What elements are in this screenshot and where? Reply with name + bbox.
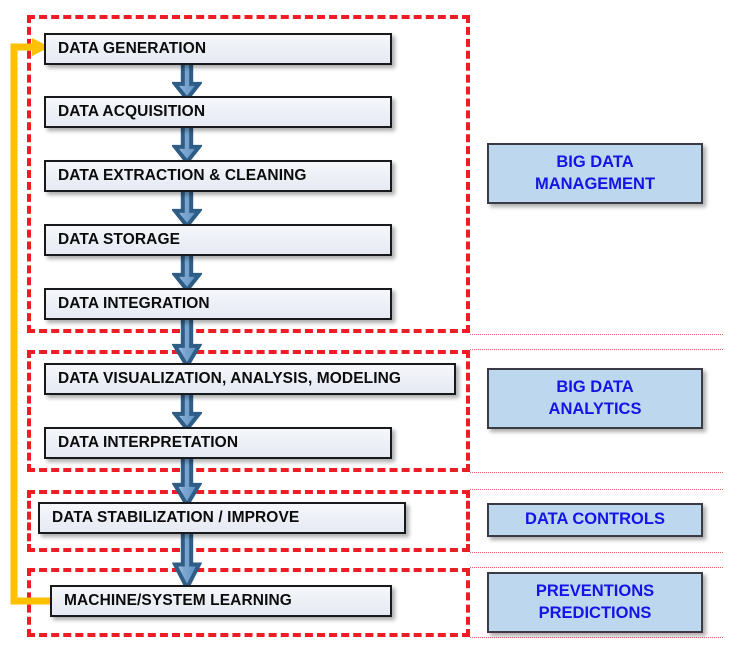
thin-rule-7 bbox=[470, 637, 723, 638]
step-data-visualization[interactable]: DATA VISUALIZATION, ANALYSIS, MODELING bbox=[44, 363, 456, 395]
category-big-data-analytics[interactable]: BIG DATA ANALYTICS bbox=[487, 368, 703, 429]
step-data-stabilization[interactable]: DATA STABILIZATION / IMPROVE bbox=[38, 502, 406, 534]
category-data-controls-line-1: DATA CONTROLS bbox=[525, 510, 665, 529]
category-big-data-analytics-line-2: ANALYTICS bbox=[548, 399, 642, 418]
step-label-data-generation: DATA GENERATION bbox=[58, 40, 207, 57]
category-data-controls[interactable]: DATA CONTROLS bbox=[487, 503, 703, 537]
category-big-data-management[interactable]: BIG DATA MANAGEMENT bbox=[487, 143, 703, 204]
category-preventions-line-1: PREVENTIONS bbox=[535, 581, 655, 600]
thin-rule-1 bbox=[470, 334, 723, 335]
step-label-data-stabilization: DATA STABILIZATION / IMPROVE bbox=[52, 509, 300, 526]
step-label-data-integration: DATA INTEGRATION bbox=[58, 295, 210, 312]
category-preventions-line-2: PREDICTIONS bbox=[538, 603, 652, 622]
step-data-generation[interactable]: DATA GENERATION bbox=[44, 33, 392, 65]
thin-rule-4 bbox=[470, 489, 723, 490]
step-data-acquisition[interactable]: DATA ACQUISITION bbox=[44, 96, 392, 128]
thin-rule-6 bbox=[470, 567, 723, 568]
category-big-data-analytics-line-1: BIG DATA bbox=[556, 377, 634, 396]
step-label-data-extraction: DATA EXTRACTION & CLEANING bbox=[58, 167, 307, 184]
category-preventions[interactable]: PREVENTIONS PREDICTIONS bbox=[487, 572, 703, 633]
thin-rule-3 bbox=[470, 472, 723, 473]
step-data-storage[interactable]: DATA STORAGE bbox=[44, 224, 392, 256]
thin-rule-5 bbox=[470, 552, 723, 553]
step-data-integration[interactable]: DATA INTEGRATION bbox=[44, 288, 392, 320]
step-label-machine-system-learning: MACHINE/SYSTEM LEARNING bbox=[64, 592, 292, 609]
category-big-data-management-line-2: MANAGEMENT bbox=[534, 174, 656, 193]
thin-rule-2 bbox=[470, 349, 723, 350]
step-data-interpretation[interactable]: DATA INTERPRETATION bbox=[44, 427, 392, 459]
step-label-data-interpretation: DATA INTERPRETATION bbox=[58, 434, 239, 451]
step-machine-system-learning[interactable]: MACHINE/SYSTEM LEARNING bbox=[50, 585, 392, 617]
step-label-data-acquisition: DATA ACQUISITION bbox=[58, 103, 206, 120]
step-label-data-storage: DATA STORAGE bbox=[58, 231, 181, 248]
step-data-extraction[interactable]: DATA EXTRACTION & CLEANING bbox=[44, 160, 392, 192]
step-label-data-visualization: DATA VISUALIZATION, ANALYSIS, MODELING bbox=[58, 370, 402, 387]
category-big-data-management-line-1: BIG DATA bbox=[556, 152, 634, 171]
